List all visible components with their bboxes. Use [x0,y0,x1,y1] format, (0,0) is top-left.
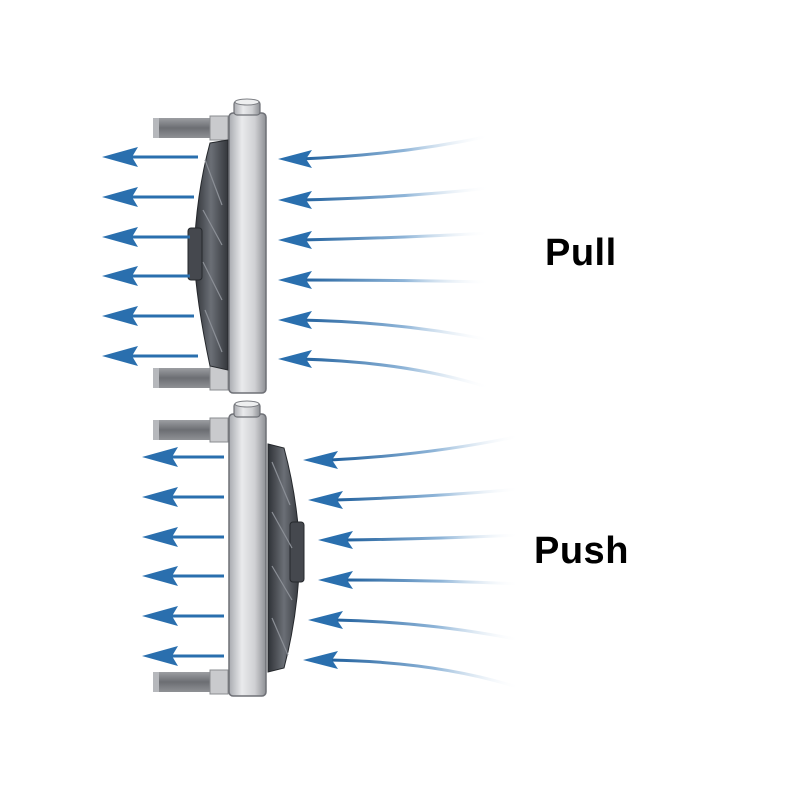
airflow-arrow-icon [318,571,353,589]
airflow-arrow-icon [102,346,138,366]
airflow-arrow-icon [102,306,138,326]
airflow-arrow-icon [278,350,312,368]
airflow-arrow-icon [308,611,343,629]
airflow-arrow-icon [278,311,312,329]
airflow-arrow-icon [142,566,178,586]
pull-upper-pipe [153,115,229,141]
push-incoming-airflow [303,434,521,690]
push-assembly [142,400,521,697]
airflow-arrow-icon [308,491,343,509]
airflow-arrow-icon [278,271,312,289]
pull-lower-pipe [153,365,229,391]
fan-icon [267,443,305,673]
airflow-arrow-icon [142,527,178,547]
airflow-arrow-icon [278,150,312,168]
pull-assembly [102,98,491,394]
push-lower-pipe [153,669,229,695]
radiator-icon [228,400,267,697]
pull-outgoing-airflow [102,147,198,366]
airflow-arrow-icon [142,447,178,467]
airflow-arrow-icon [278,231,312,249]
airflow-arrow-icon [142,487,178,507]
fan-icon [187,139,229,371]
airflow-arrow-icon [318,531,353,549]
airflow-arrow-icon [102,187,138,207]
push-upper-pipe [153,417,229,443]
airflow-arrow-icon [303,451,338,469]
airflow-arrow-icon [303,651,338,669]
push-outgoing-airflow [142,447,224,666]
airflow-arrow-icon [142,646,178,666]
airflow-arrow-icon [102,147,138,167]
airflow-arrow-icon [102,266,138,286]
pull-incoming-airflow [278,134,491,390]
push-label: Push [534,530,629,572]
radiator-icon [228,98,267,394]
airflow-arrow-icon [102,227,138,247]
airflow-arrow-icon [278,191,312,209]
airflow-arrow-icon [142,606,178,626]
pull-label: Pull [545,232,617,274]
